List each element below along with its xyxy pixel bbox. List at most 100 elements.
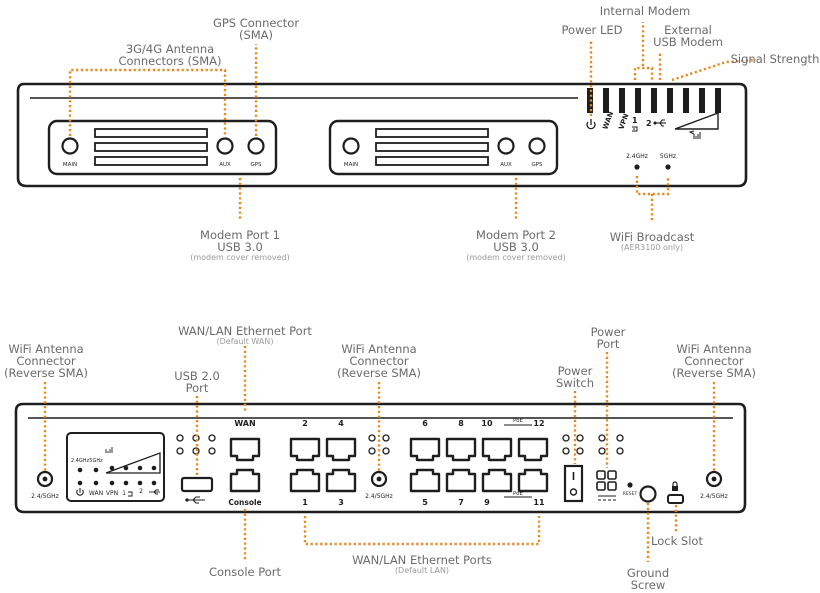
rear-led-cluster <box>176 434 624 455</box>
modem-1-slot <box>94 156 208 166</box>
callout-wifi-antenna-right: WiFi Antenna Connector (Reverse SMA) <box>668 343 760 379</box>
callout-gps-line-2: (SMA) <box>238 28 274 42</box>
callout-console-port: Console Port <box>195 566 295 578</box>
dc-symbol <box>598 495 616 501</box>
modem-1-main-label: MAIN <box>63 162 77 168</box>
modem-2-aux-antenna[interactable] <box>497 137 515 155</box>
callout-usb2-line-2: Port <box>185 381 209 395</box>
callout-wifi-right-line-1: WiFi Antenna <box>676 342 752 356</box>
rear-signal-leds <box>109 465 157 471</box>
rear-wifi-24-label: 2.4GHz <box>71 458 90 464</box>
rear-led-vpn-label: VPN <box>106 490 118 497</box>
rear-led-m1-label: 1 <box>122 490 126 497</box>
callout-wifi-antenna-mid: WiFi Antenna Connector (Reverse SMA) <box>333 343 425 379</box>
ethernet-port-label: 11 <box>533 498 545 507</box>
callout-ground-line-2: Screw <box>630 578 666 592</box>
lock-icon <box>672 481 678 491</box>
modem-2-slot <box>375 142 489 152</box>
rear-antenna-mid-core <box>376 476 382 482</box>
rear-usb-icon <box>149 489 160 495</box>
callout-modem2-line-2: USB 3.0 <box>493 240 539 254</box>
modem-2-gps-antenna[interactable] <box>528 137 546 155</box>
front-led-modem1-label: 1 <box>632 116 638 125</box>
callout-lan-ports: WAN/LAN Ethernet Ports (Default LAN) <box>347 554 497 576</box>
callout-power-switch-line-1: Power <box>557 364 593 378</box>
rear-led-wan-label: WAN <box>89 490 103 497</box>
callout-modem2-sub: (modem cover removed) <box>466 253 566 262</box>
rear-power-icon <box>76 488 84 496</box>
callout-wifi-mid-line-1: WiFi Antenna <box>341 342 417 356</box>
callout-wifi-left-line-1: WiFi Antenna <box>8 342 84 356</box>
callout-3g4g-line-2: Connectors (SMA) <box>118 54 222 68</box>
callout-external-usb-line-2: USB Modem <box>653 35 723 49</box>
rear-wifi-5-led <box>93 467 99 473</box>
callout-power-port-line-2: Port <box>596 337 620 351</box>
rear-callout-leaders <box>43 346 716 562</box>
modem-icon <box>632 126 638 132</box>
ethernet-port-label: 12 <box>533 419 544 428</box>
callout-wifi-right-line-3: (Reverse SMA) <box>672 366 756 380</box>
callout-wifi-left-line-2: Connector <box>16 354 76 368</box>
callout-wifi-mid-line-2: Connector <box>349 354 409 368</box>
rear-antenna-left-core <box>42 476 48 482</box>
usb-2-icon <box>185 496 205 504</box>
callout-signal-text: Signal Strength <box>730 52 820 66</box>
callout-power-switch: Power Switch <box>545 365 605 389</box>
rear-led-m2-label: 2 <box>139 488 143 495</box>
callout-lan-ports-sub: (Default LAN) <box>394 566 450 575</box>
power-switch[interactable] <box>563 464 584 503</box>
modem-1-gps-label: GPS <box>250 162 262 168</box>
rear-modem-icon <box>128 491 133 497</box>
modem-2-slot <box>375 156 489 166</box>
callout-internal-modem-text: Internal Modem <box>599 4 691 18</box>
front-led-modem2-label: 2 <box>646 119 652 128</box>
ethernet-port-label: 9 <box>484 498 490 507</box>
callout-wan-lan-sub: (Default WAN) <box>216 337 274 346</box>
front-wifi-24-label: 2.4GHz <box>626 153 648 160</box>
callout-3g4g-line-1: 3G/4G Antenna <box>125 42 215 56</box>
modem-1-aux-antenna[interactable] <box>216 137 234 155</box>
callout-signal-strength: Signal Strength <box>730 53 820 65</box>
power-port[interactable] <box>596 470 617 491</box>
ethernet-port-label: 4 <box>338 419 344 428</box>
callout-modem-port-1: Modem Port 1 USB 3.0 (modem cover remove… <box>180 229 300 263</box>
usb-icon <box>653 119 666 127</box>
callout-power-led: Power LED <box>552 24 632 36</box>
lock-slot[interactable] <box>667 494 684 504</box>
modem-1-gps-antenna[interactable] <box>247 137 265 155</box>
modem-2-gps-label: GPS <box>531 162 543 168</box>
callout-usb-2: USB 2.0 Port <box>162 370 232 394</box>
callout-lan-ports-text: WAN/LAN Ethernet Ports <box>352 553 492 567</box>
ground-screw[interactable] <box>639 485 657 503</box>
callout-gps-line-1: GPS Connector <box>212 16 300 30</box>
callout-wan-lan-port: WAN/LAN Ethernet Port (Default WAN) <box>170 325 320 347</box>
callout-3g4g-antenna: 3G/4G Antenna Connectors (SMA) <box>95 43 245 67</box>
rear-wifi-24-led <box>77 467 83 473</box>
front-wifi-5-led <box>665 164 671 170</box>
callout-modem1-sub: (modem cover removed) <box>190 253 290 262</box>
ethernet-port-label: 5 <box>422 498 428 507</box>
rear-signal-icon <box>105 447 113 453</box>
modem-2-main-antenna[interactable] <box>342 137 360 155</box>
modem-1-main-antenna[interactable] <box>61 137 79 155</box>
front-wifi-5-label: 5GHz <box>660 153 676 160</box>
console-port-label: Console <box>228 498 261 507</box>
reset-button[interactable] <box>627 482 633 488</box>
ethernet-port-label: 10 <box>481 419 493 428</box>
rear-antenna-left-label: 2.4/5GHz <box>31 493 59 500</box>
callout-modem2-line-1: Modem Port 2 <box>476 228 556 242</box>
usb-2-port[interactable] <box>180 476 214 493</box>
rear-signal-triangle <box>105 452 161 474</box>
callout-external-usb: External USB Modem <box>648 24 728 48</box>
callout-ground-screw: Ground Screw <box>620 567 676 591</box>
signal-icon <box>688 130 701 139</box>
modem-1-slot <box>94 142 208 152</box>
callout-modem-port-2: Modem Port 2 USB 3.0 (modem cover remove… <box>456 229 576 263</box>
rear-antenna-mid-label: 2.4/5GHz <box>365 493 393 500</box>
callout-wifi-broadcast: WiFi Broadcast (AER3100 only) <box>597 231 707 253</box>
poe-top-label: PoE <box>513 418 523 424</box>
modem-2-slot <box>375 128 489 138</box>
ethernet-port-label: 8 <box>458 419 464 428</box>
